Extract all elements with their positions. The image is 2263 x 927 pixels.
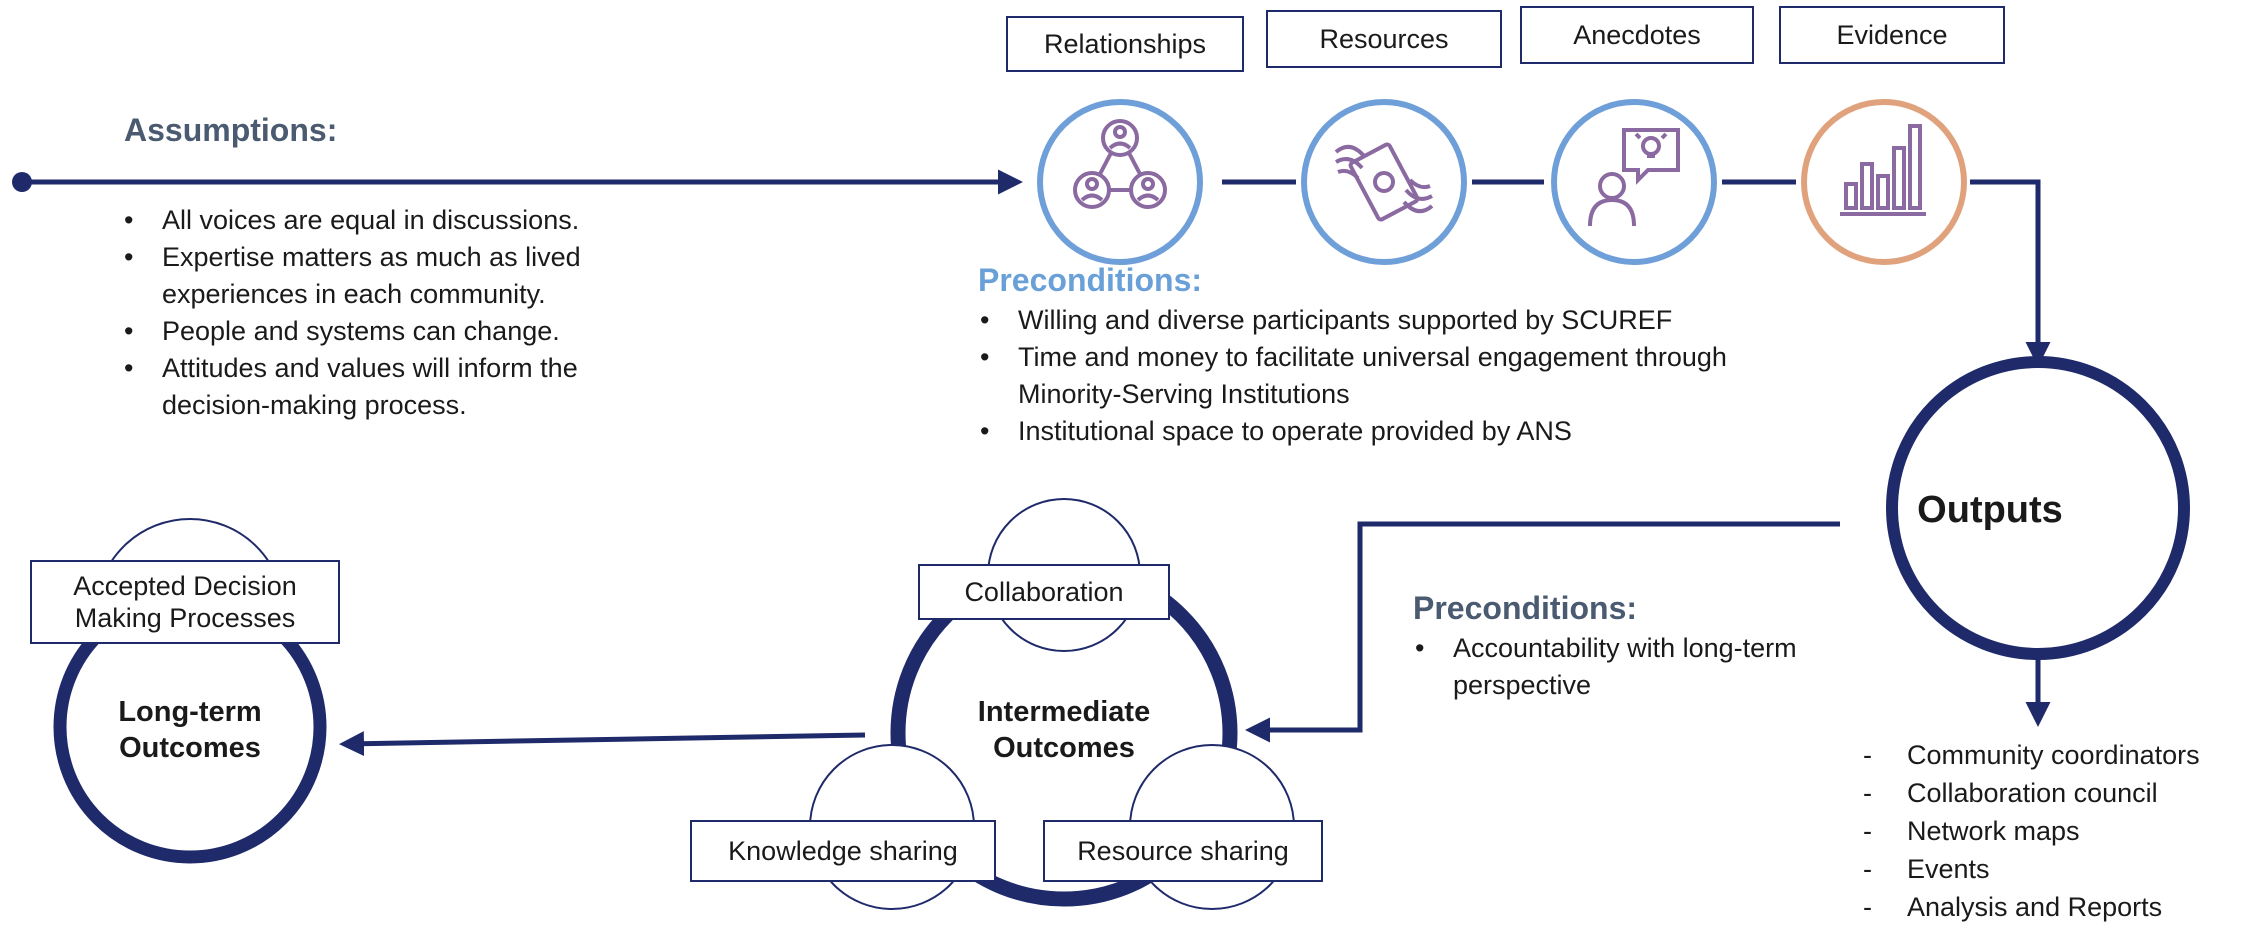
evidence-ring xyxy=(1801,99,1967,265)
longterm-title-line2: Outcomes xyxy=(119,732,261,764)
anecdotes-ring xyxy=(1551,99,1717,265)
precondition-item: Willing and diverse participants support… xyxy=(978,302,1798,339)
precondition-item: Accountability with long-term perspectiv… xyxy=(1413,630,1873,704)
outputs-to-intermediate-arrow xyxy=(1245,521,1840,743)
resources-ring xyxy=(1301,99,1467,265)
output-item: Events xyxy=(1863,850,2263,888)
intermediate-to-longterm-arrow xyxy=(339,731,866,757)
output-item: Community coordinators xyxy=(1863,736,2263,774)
preconditions-inputs-title: Preconditions: xyxy=(978,262,1203,298)
accepted-decision-label: Accepted Decision Making Processes xyxy=(30,560,340,644)
outputs-circle xyxy=(1886,356,2190,660)
resource-sharing-label: Resource sharing xyxy=(1043,820,1323,882)
evidence-to-outputs-arrow xyxy=(1970,179,2051,367)
assumption-item: All voices are equal in discussions. xyxy=(122,202,682,239)
preconditions-outputs-title: Preconditions: xyxy=(1413,590,1638,626)
bar-chart-icon xyxy=(1840,124,1926,216)
knowledge-sharing-label: Knowledge sharing xyxy=(690,820,996,882)
people-network-icon xyxy=(1073,119,1167,209)
precondition-item: Time and money to facilitate universal e… xyxy=(978,339,1798,413)
relationships-node xyxy=(1037,99,1203,265)
assumptions-list: All voices are equal in discussions. Exp… xyxy=(122,202,682,424)
assumptions-title: Assumptions: xyxy=(124,112,338,148)
relationships-ring xyxy=(1037,99,1203,265)
relationships-label: Relationships xyxy=(1006,16,1244,72)
evidence-node xyxy=(1801,99,1967,265)
precondition-item: Institutional space to operate provided … xyxy=(978,413,1798,450)
output-item: Network maps xyxy=(1863,812,2263,850)
anecdotes-node xyxy=(1551,99,1717,265)
intermediate-outcomes-title: Intermediate Outcomes xyxy=(904,690,1224,770)
resources-node xyxy=(1301,99,1467,265)
intermediate-title-line2: Outcomes xyxy=(993,732,1135,764)
outputs-list: Community coordinators Collaboration cou… xyxy=(1863,736,2263,926)
anecdotes-label: Anecdotes xyxy=(1520,6,1754,64)
output-item: Collaboration council xyxy=(1863,774,2263,812)
preconditions-outputs-list: Accountability with long-term perspectiv… xyxy=(1413,630,1873,704)
evidence-label: Evidence xyxy=(1779,6,2005,64)
assumption-item: Attitudes and values will inform the dec… xyxy=(122,350,682,424)
preconditions-inputs-list: Willing and diverse participants support… xyxy=(978,302,1798,450)
accepted-line2: Making Processes xyxy=(74,603,296,633)
longterm-title-line1: Long-term xyxy=(118,696,262,728)
resources-label: Resources xyxy=(1266,10,1502,68)
outputs-title: Outputs xyxy=(1917,488,2063,531)
assumption-item: Expertise matters as much as lived exper… xyxy=(122,239,682,313)
flying-money-icon xyxy=(1334,142,1434,222)
assumption-item: People and systems can change. xyxy=(122,313,682,350)
person-idea-icon xyxy=(1588,128,1680,227)
intermediate-title-line1: Intermediate xyxy=(977,696,1151,728)
accepted-line1: Accepted Decision xyxy=(73,571,297,601)
output-item: Analysis and Reports xyxy=(1863,888,2263,926)
collaboration-label: Collaboration xyxy=(918,564,1170,620)
longterm-outcomes-title: Long-term Outcomes xyxy=(60,690,320,770)
